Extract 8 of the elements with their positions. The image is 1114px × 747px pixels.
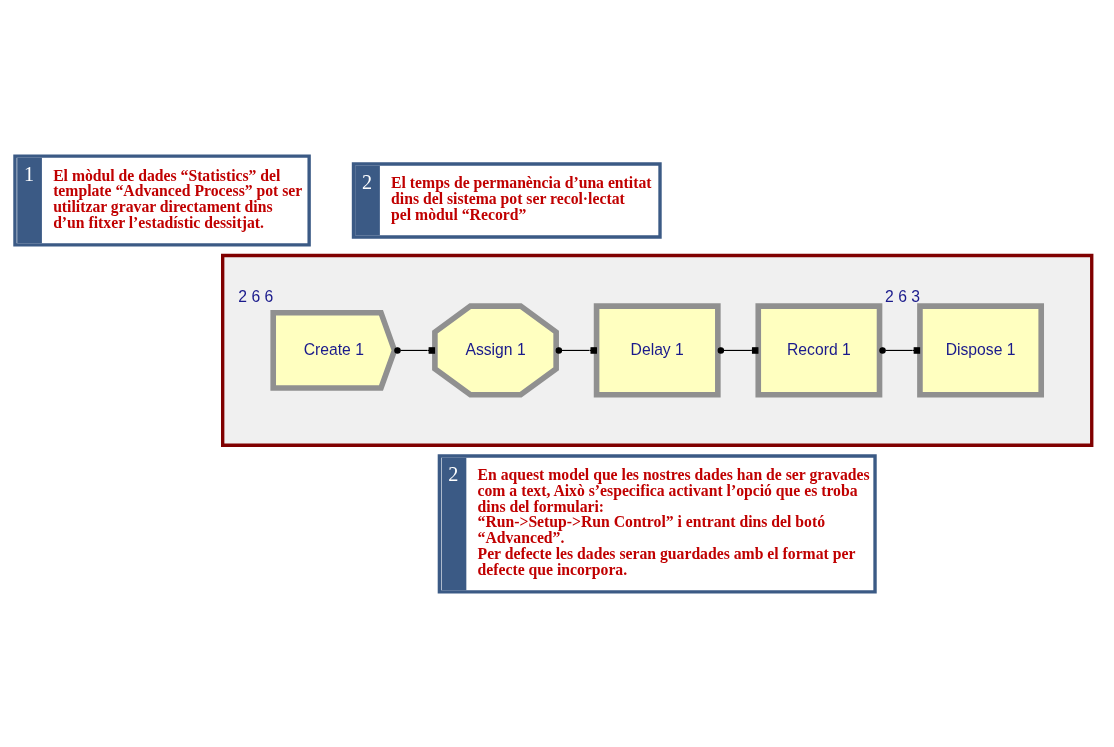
connector (717, 346, 759, 354)
node-label: 2 6 6 (238, 287, 274, 305)
node-box: 2 El temps de permanència d’una entitat dins del sistema pot ser recol·lectat pel mòdul “Record” (351, 161, 662, 239)
node-label: 2 6 3 (885, 287, 921, 305)
node-box: Record 1 (755, 302, 883, 398)
node-box: Delay 1 (593, 302, 721, 398)
cluster (221, 253, 1094, 447)
node-box: Dispose 1 (917, 302, 1044, 398)
